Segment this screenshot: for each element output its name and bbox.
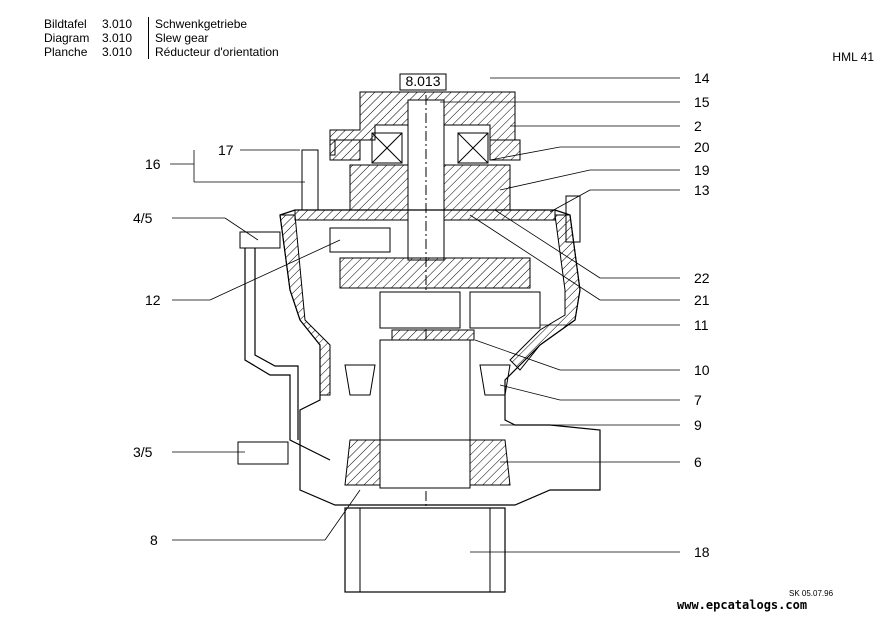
divider xyxy=(148,45,149,59)
title-text: Réducteur d'orientation xyxy=(155,45,279,59)
ring-gear xyxy=(339,257,531,289)
bearing-upper-left xyxy=(371,132,403,164)
drawing-ref: 8.013 xyxy=(405,73,440,89)
fitting-bottom xyxy=(237,441,289,465)
callout-17: 17 xyxy=(218,142,234,158)
callout-14: 14 xyxy=(694,70,710,86)
callout-21: 21 xyxy=(694,292,710,308)
taper-bearing-lower-right xyxy=(469,439,511,486)
callout-2: 2 xyxy=(694,118,702,134)
title-number: 3.010 xyxy=(102,45,133,59)
title-number: 3.010 xyxy=(102,17,133,31)
output-pinion xyxy=(344,507,506,593)
drawing-ref-box xyxy=(399,73,447,91)
bolt-left xyxy=(301,149,319,211)
callout-16: 16 xyxy=(145,156,161,172)
housing-wall-left xyxy=(279,214,331,396)
callout-6: 6 xyxy=(694,454,702,470)
title-text: Schwenkgetriebe xyxy=(155,17,248,31)
callout-11: 11 xyxy=(694,317,709,333)
output-shaft-lower xyxy=(379,439,471,489)
callout-13: 13 xyxy=(694,182,710,198)
callout-15: 15 xyxy=(694,94,710,110)
title-label: Bildtafel xyxy=(44,17,87,31)
title-text: Slew gear xyxy=(155,31,209,45)
callout-3-5: 3/5 xyxy=(133,444,153,460)
title-label: Diagram xyxy=(44,31,90,45)
retaining-ring xyxy=(391,329,475,341)
title-row-de: Bildtafel 3.010 Schwenkgetriebe xyxy=(44,17,279,31)
flange-wall-right xyxy=(489,139,521,161)
planet-gear-lower xyxy=(469,291,541,329)
taper-bearing-upper-right xyxy=(479,364,511,396)
callout-labels: 14 15 2 20 19 13 22 21 11 10 7 9 6 18 17… xyxy=(133,70,710,560)
leader-lines xyxy=(170,77,680,553)
callout-19: 19 xyxy=(694,162,710,178)
title-row-fr: Planche 3.010 Réducteur d'orientation xyxy=(44,45,279,59)
title-number: 3.010 xyxy=(102,31,133,45)
title-block: Bildtafel 3.010 Schwenkgetriebe Diagram … xyxy=(44,17,279,59)
page-id: HML 41 xyxy=(832,50,874,64)
bearing-upper-right xyxy=(457,132,489,164)
flange-wall-left xyxy=(329,139,361,161)
planet-gear-upper xyxy=(329,227,391,253)
callout-8: 8 xyxy=(150,532,158,548)
sun-gear xyxy=(379,291,461,329)
callout-22: 22 xyxy=(694,270,710,286)
title-row-en: Diagram 3.010 Slew gear xyxy=(44,31,279,45)
callout-20: 20 xyxy=(694,139,710,155)
watermark: www.epcatalogs.com xyxy=(677,598,808,612)
divider xyxy=(148,31,149,45)
oil-line xyxy=(244,232,331,461)
callout-12: 12 xyxy=(145,292,161,308)
callout-18: 18 xyxy=(694,544,710,560)
output-shaft xyxy=(379,339,471,441)
title-label: Planche xyxy=(44,45,88,59)
taper-bearing-upper-left xyxy=(344,364,376,396)
taper-bearing-lower-left xyxy=(344,439,381,486)
divider xyxy=(148,17,149,31)
callout-10: 10 xyxy=(694,362,710,378)
callout-9: 9 xyxy=(694,417,702,433)
callout-7: 7 xyxy=(694,392,702,408)
revision-stamp: SK 05.07.96 xyxy=(789,589,834,598)
fitting-top xyxy=(239,231,281,249)
bolt-right xyxy=(565,195,581,243)
callout-4-5: 4/5 xyxy=(133,210,153,226)
